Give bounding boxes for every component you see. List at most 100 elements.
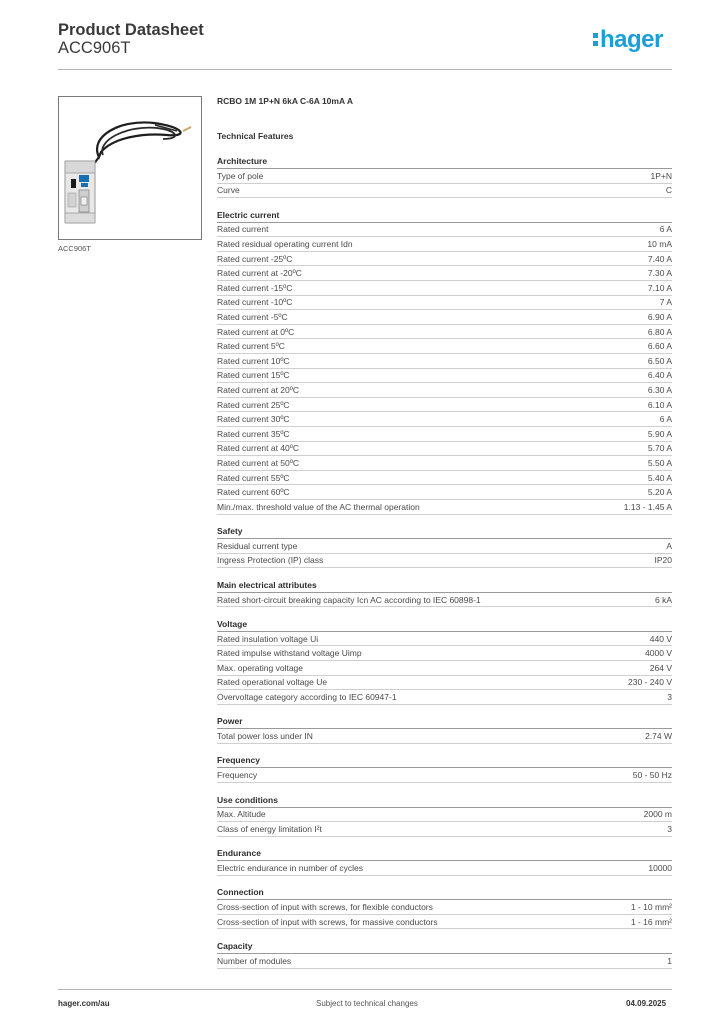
product-description: RCBO 1M 1P+N 6kA C-6A 10mA A bbox=[217, 96, 353, 106]
section-spacer bbox=[217, 198, 672, 208]
spec-value: 10000 bbox=[648, 862, 672, 873]
spec-value: 3 bbox=[667, 823, 672, 834]
section-title: Use conditions bbox=[217, 793, 672, 808]
spec-label: Curve bbox=[217, 185, 240, 196]
spec-label: Rated current -25ºC bbox=[217, 253, 293, 264]
spec-label: Rated current 60ºC bbox=[217, 487, 290, 498]
spec-value: 6.90 A bbox=[647, 312, 672, 323]
spec-row: Rated current at -20ºC 7.30 A bbox=[217, 266, 672, 282]
section-title: Connection bbox=[217, 885, 672, 901]
spec-label: Frequency bbox=[217, 770, 258, 781]
section-title: Voltage bbox=[217, 617, 672, 632]
spec-label: Rated current 10ºC bbox=[217, 355, 290, 366]
spec-value: 1 bbox=[667, 955, 672, 966]
spec-value: 6.50 A bbox=[647, 355, 672, 366]
rcbo-device-icon bbox=[64, 121, 192, 224]
spec-label: Electric endurance in number of cycles bbox=[217, 862, 363, 873]
spec-label: Rated current 35ºC bbox=[217, 428, 290, 439]
spec-row: Rated operational voltage Ue 230 - 240 V bbox=[217, 676, 672, 691]
spec-value: 4000 V bbox=[645, 648, 672, 659]
section-spacer bbox=[217, 568, 672, 578]
spec-label: Rated current at 50ºC bbox=[217, 457, 300, 468]
spec-value: A bbox=[666, 540, 672, 551]
section-title: Architecture bbox=[217, 154, 672, 169]
spec-value: 50 - 50 Hz bbox=[632, 770, 672, 781]
spec-value: 1 - 16 mm² bbox=[630, 916, 672, 927]
spec-label: Rated operational voltage Ue bbox=[217, 677, 328, 688]
spec-value: 6.60 A bbox=[647, 341, 672, 352]
image-caption: ACC906T bbox=[58, 244, 91, 253]
logo-text: hager bbox=[600, 26, 663, 53]
footer-notice: Subject to technical changes bbox=[316, 999, 418, 1008]
spec-label: Cross-section of input with screws, for … bbox=[217, 916, 438, 927]
spec-row: Rated current -25ºC 7.40 A bbox=[217, 252, 672, 267]
section-title: Frequency bbox=[217, 753, 672, 769]
spec-label: Total power loss under IN bbox=[217, 731, 313, 742]
spec-label: Cross-section of input with screws, for … bbox=[217, 902, 433, 913]
section-title: Power bbox=[217, 714, 672, 730]
spec-label: Rated current 30ºC bbox=[217, 414, 290, 425]
section-spacer bbox=[217, 876, 672, 886]
spec-row: Min./max. threshold value of the AC ther… bbox=[217, 500, 672, 515]
spec-value: 230 - 240 V bbox=[628, 677, 672, 688]
spec-label: Rated current at -20ºC bbox=[217, 268, 302, 279]
spec-value: 3 bbox=[667, 692, 672, 703]
spec-value: 6 kA bbox=[654, 594, 672, 605]
spec-row: Overvoltage category according to IEC 60… bbox=[217, 690, 672, 705]
spec-label: Rated current -15ºC bbox=[217, 282, 293, 293]
spec-label: Rated current at 20ºC bbox=[217, 385, 300, 396]
spec-value: 5.40 A bbox=[647, 472, 672, 483]
spec-value: 6.10 A bbox=[647, 399, 672, 410]
spec-value: 6 A bbox=[659, 224, 672, 235]
section-title: Electric current bbox=[217, 208, 672, 223]
footer-divider bbox=[58, 989, 672, 990]
spec-value: C bbox=[665, 185, 672, 196]
spec-label: Max. Altitude bbox=[217, 809, 266, 820]
section-spacer bbox=[217, 515, 672, 525]
spec-row: Rated short-circuit breaking capacity Ic… bbox=[217, 593, 672, 608]
section-spacer bbox=[217, 607, 672, 617]
spec-value: 7.40 A bbox=[647, 253, 672, 264]
logo-colon-icon bbox=[592, 28, 599, 46]
spec-value: 5.70 A bbox=[647, 443, 672, 454]
section-spacer bbox=[217, 783, 672, 793]
spec-row: Cross-section of input with screws, for … bbox=[217, 900, 672, 915]
spec-value: 1 - 10 mm² bbox=[630, 902, 672, 913]
spec-label: Ingress Protection (IP) class bbox=[217, 555, 324, 566]
spec-value: 6 A bbox=[659, 414, 672, 425]
page-title: Product Datasheet bbox=[58, 21, 204, 39]
spec-label: Rated current 15ºC bbox=[217, 370, 290, 381]
section-spacer bbox=[217, 837, 672, 847]
product-image bbox=[58, 96, 202, 240]
spec-value: 1P+N bbox=[650, 170, 673, 181]
spec-label: Rated short-circuit breaking capacity Ic… bbox=[217, 594, 481, 605]
footer-website-link[interactable]: hager.com/au bbox=[58, 999, 110, 1008]
hager-logo: hager bbox=[592, 28, 663, 52]
spec-value: 440 V bbox=[649, 633, 672, 644]
spec-row: Electric endurance in number of cycles 10… bbox=[217, 861, 672, 876]
spec-value: 7.30 A bbox=[647, 268, 672, 279]
spec-label: Rated current -10ºC bbox=[217, 297, 293, 308]
spec-value: 1.13 - 1.45 A bbox=[623, 501, 672, 512]
spec-value: 10 mA bbox=[647, 239, 672, 250]
spec-label: Rated insulation voltage Ui bbox=[217, 633, 319, 644]
spec-label: Rated current 55ºC bbox=[217, 472, 290, 483]
spec-value: 7 A bbox=[659, 297, 672, 308]
